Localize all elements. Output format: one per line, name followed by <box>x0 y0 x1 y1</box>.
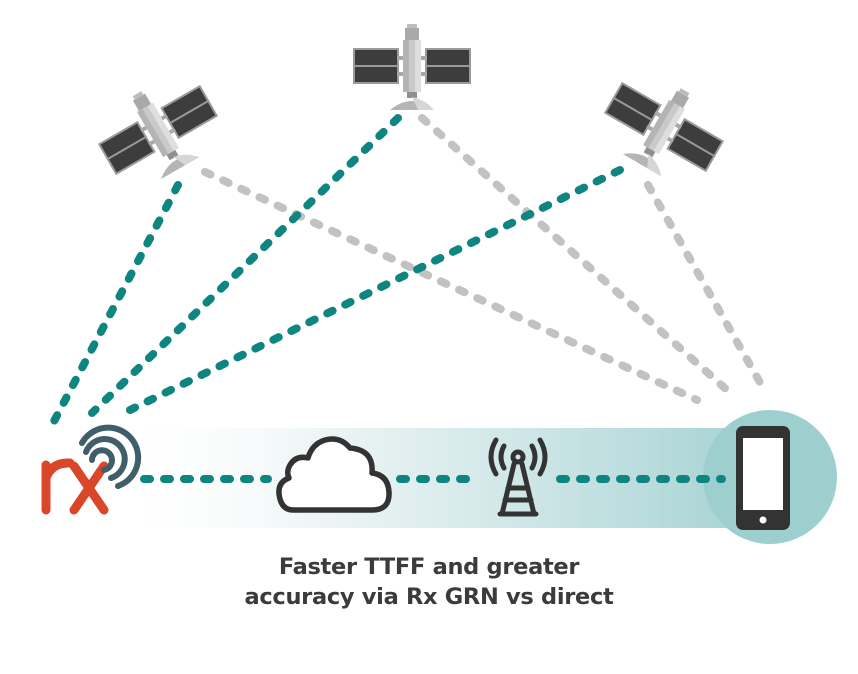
link-sat-right-to-rx <box>126 166 624 414</box>
link-sat-left-to-phone <box>201 168 701 404</box>
rx-logo <box>41 424 142 515</box>
link-sat-right-to-phone <box>644 181 766 390</box>
satellite-center-icon <box>353 23 471 111</box>
smartphone-icon <box>736 426 790 530</box>
rx-logo-x <box>69 461 109 515</box>
cloud-icon <box>276 436 392 513</box>
cell-tower-icon <box>488 437 548 517</box>
diagram-caption: Faster TTFF and greater accuracy via Rx … <box>0 552 858 612</box>
rx-logo-r <box>41 458 75 515</box>
link-sat-center-to-phone <box>418 114 731 394</box>
signal-waves-icon <box>79 424 142 489</box>
caption-line-2: accuracy via Rx GRN vs direct <box>244 584 614 610</box>
rx-signal-lines <box>48 114 726 483</box>
link-sat-left-to-rx <box>48 181 182 429</box>
caption-line-1: Faster TTFF and greater <box>278 554 580 580</box>
direct-signal-lines <box>201 114 766 404</box>
